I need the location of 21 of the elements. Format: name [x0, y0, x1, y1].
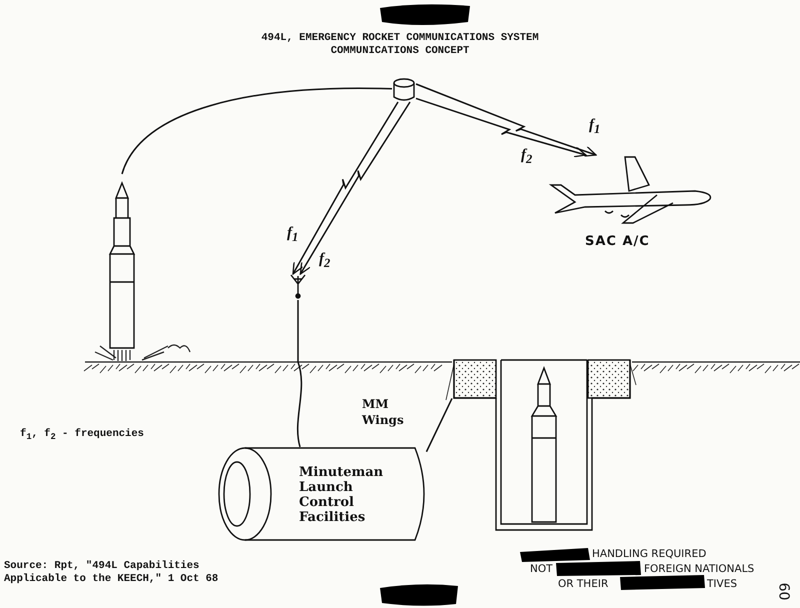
- cable-line: [296, 300, 302, 448]
- aircraft-label: SAC A/C: [585, 235, 650, 248]
- radio-link-arrow: [416, 83, 597, 157]
- classification-text: OR THEIR: [558, 578, 608, 591]
- facility-label: Minuteman Launch Control Facilities: [299, 465, 384, 525]
- connector-line: [426, 398, 453, 452]
- satellite-cylinder: [392, 78, 416, 102]
- classification-text: HANDLING REQUIRED: [592, 548, 706, 561]
- page-number: 60: [776, 582, 790, 600]
- legend-note: f$_{1}$, f$_{2}$ - frequencies: [20, 428, 144, 444]
- area-label: MM Wings: [362, 396, 405, 428]
- radio-link-arrow: [300, 102, 411, 275]
- radio-link-arrow: [416, 98, 586, 158]
- title: 494L, EMERGENCY ROCKET COMMUNICATIONS SYSTEM COMMUNICATIONS CONCEPT: [260, 32, 540, 58]
- radio-link-arrow: [292, 102, 399, 275]
- classification-text: NOT: [530, 563, 553, 576]
- trajectory-line: [121, 88, 392, 174]
- classification-text: FOREIGN NATIONALS: [644, 563, 754, 576]
- antenna-drawing: [288, 274, 308, 300]
- classification-text: TIVES: [707, 578, 737, 591]
- source-note: Source: Rpt, "494L Capabilities Applicable to the KEECH," 1 Oct 68: [4, 560, 220, 586]
